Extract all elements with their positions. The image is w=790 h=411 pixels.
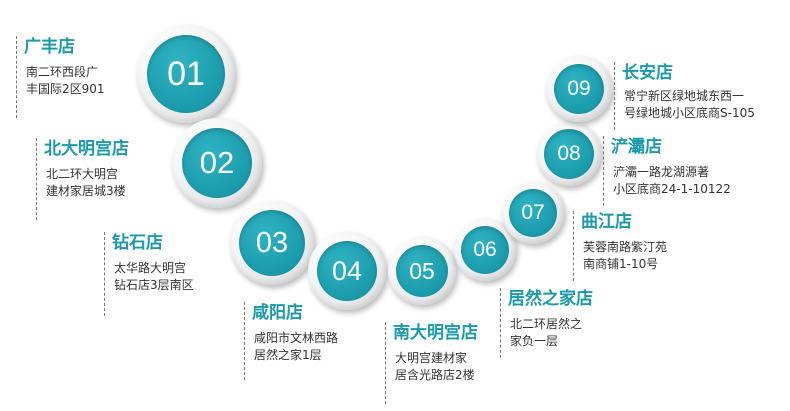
dashed-line (573, 211, 574, 281)
store-label-04: 咸阳店 咸阳市文林西路 居然之家1层 (244, 302, 338, 380)
store-label-06: 居然之家店 北二环居然之 家负一层 (500, 288, 593, 358)
store-address-line-1: 北二环大明宫 (46, 167, 119, 181)
store-label-03: 钻石店 太华路大明宫 钻石店3层南区 (104, 232, 194, 316)
node-number: 07 (509, 189, 557, 237)
store-label-05: 南大明宫店 大明宫建材家 居含光路店2楼 (385, 322, 478, 404)
dashed-line (500, 288, 501, 358)
store-name: 居然之家店 (508, 289, 593, 309)
store-address-line-2: 建材家居城3楼 (46, 184, 126, 198)
store-address-line-1: 浐灞一路龙湖源著 (613, 165, 710, 179)
node-number: 08 (544, 129, 594, 179)
store-address-line-2: 钻石店3层南区 (114, 278, 194, 292)
dashed-line (104, 232, 105, 316)
store-address-line-1: 咸阳市文林西路 (254, 331, 339, 345)
node-07: 07 (502, 182, 564, 244)
dashed-line (614, 62, 615, 130)
node-01: 01 (137, 25, 235, 123)
store-address-line-2: 丰国际2区901 (26, 82, 105, 96)
node-number: 05 (396, 245, 448, 297)
store-address-line-2: 号绿地城小区底商S-105 (624, 106, 755, 120)
dashed-line (603, 136, 604, 206)
store-name: 浐灞店 (611, 137, 662, 157)
node-number: 06 (461, 226, 509, 274)
store-address-line-1: 大明宫建材家 (395, 351, 468, 365)
store-address-line-1: 常宁新区绿地城东西一 (624, 89, 745, 103)
store-label-02: 北大明宫店 北二环大明宫 建材家居城3楼 (36, 138, 129, 220)
store-label-07: 曲江店 芙蓉南路紫汀苑 南商铺1-10号 (573, 211, 667, 281)
store-name: 长安店 (622, 63, 673, 83)
store-address-line-2: 小区底商24-1-10122 (613, 182, 731, 196)
node-09: 09 (546, 56, 612, 122)
store-name: 钻石店 (112, 233, 163, 253)
store-address-line-1: 芙蓉南路紫汀苑 (583, 240, 668, 254)
store-address-line-2: 南商铺1-10号 (583, 257, 659, 271)
store-address-line-2: 居然之家1层 (254, 348, 322, 362)
store-address-line-1: 北二环居然之 (510, 317, 583, 331)
store-name: 南大明宫店 (393, 323, 478, 343)
node-03: 03 (230, 201, 314, 285)
node-number: 09 (554, 64, 604, 114)
node-number: 04 (317, 241, 377, 301)
node-number: 02 (182, 128, 252, 198)
store-name: 咸阳店 (252, 303, 303, 323)
dashed-line (244, 302, 245, 380)
store-address-line-2: 居含光路店2楼 (395, 368, 475, 382)
store-label-09: 长安店 常宁新区绿地城东西一 号绿地城小区底商S-105 (614, 62, 755, 130)
dashed-line (36, 138, 37, 220)
store-address-line-2: 家负一层 (510, 334, 559, 348)
store-address-line-1: 太华路大明宫 (114, 261, 187, 275)
dashed-line (16, 36, 17, 118)
store-label-08: 浐灞店 浐灞一路龙湖源著 小区底商24-1-10122 (603, 136, 731, 206)
store-label-01: 广丰店 南二环西段广 丰国际2区901 (16, 36, 105, 118)
dashed-line (385, 322, 386, 404)
store-address-line-1: 南二环西段广 (26, 65, 99, 79)
node-02: 02 (172, 118, 262, 208)
node-08: 08 (537, 122, 601, 186)
store-name: 广丰店 (24, 37, 75, 57)
node-06: 06 (454, 219, 516, 281)
node-04: 04 (308, 232, 386, 310)
store-name: 北大明宫店 (44, 139, 129, 159)
node-number: 01 (147, 35, 225, 113)
store-name: 曲江店 (581, 212, 632, 232)
node-number: 03 (239, 210, 305, 276)
node-05: 05 (388, 237, 456, 305)
